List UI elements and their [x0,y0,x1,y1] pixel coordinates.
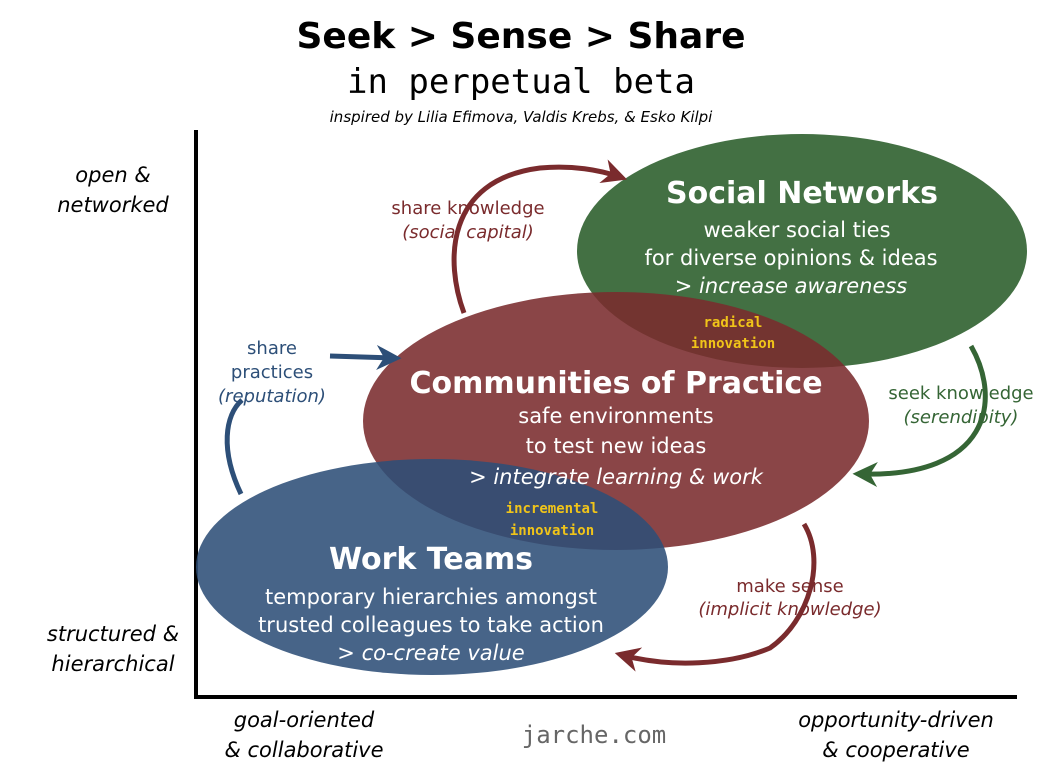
share-practices-label-line1: share [247,338,297,359]
social-networks-line1: weaker social ties [703,218,890,242]
work-teams-ellipse [196,459,668,675]
communities-line1: safe environments [518,404,713,428]
x-axis-left-line1: goal-oriented [234,708,375,732]
social-networks-line2: for diverse opinions & ideas [644,246,937,270]
share-practices-arc [224,398,244,496]
make-sense-label: make sense [736,576,843,597]
social-networks-line3: > increase awareness [675,274,908,298]
communities-line3: > integrate learning & work [469,465,764,489]
y-axis-bottom-line2: hierarchical [51,652,174,676]
work-teams-title: Work Teams [329,542,533,577]
y-axis-top-line1: open & [75,163,150,187]
implicit-knowledge-label: (implicit knowledge) [698,599,881,620]
share-knowledge-arrow [451,159,628,314]
reputation-label: (reputation) [218,386,326,407]
incremental-label-line1: incremental [506,501,599,517]
work-teams-line1: temporary hierarchies amongst [265,585,597,609]
incremental-label-line2: innovation [510,523,594,539]
radical-label-line2: innovation [691,336,775,352]
social-capital-label: (social capital) [402,222,534,243]
diagram-subtitle: in perpetual beta [347,62,695,102]
seek-knowledge-arrow [852,344,988,488]
x-axis-left-line2: & collaborative [224,738,383,762]
work-teams-line2: trusted colleagues to take action [258,613,604,637]
share-knowledge-label: share knowledge [391,198,544,219]
communities-line2: to test new ideas [526,434,707,458]
social-networks-title: Social Networks [666,176,938,211]
diagram-credit: inspired by Lilia Efimova, Valdis Krebs,… [330,108,714,126]
radical-label-line1: radical [703,315,762,331]
share-practices-arrow [329,344,402,370]
y-axis-top-line2: networked [57,193,169,217]
share-practices-label-line2: practices [231,362,313,383]
communities-title: Communities of Practice [409,366,822,401]
x-axis-right-line2: & cooperative [822,738,969,762]
work-teams-line3: > co-create value [337,641,524,665]
footer-site: jarche.com [522,721,667,749]
y-axis-bottom-line1: structured & [47,622,179,646]
x-axis-right-line1: opportunity-driven [798,708,994,732]
seek-knowledge-label: seek knowledge [888,383,1033,404]
make-sense-arrow [614,522,817,672]
serendipity-label: (serendipity) [904,407,1019,428]
diagram-title: Seek > Sense > Share [297,16,746,57]
